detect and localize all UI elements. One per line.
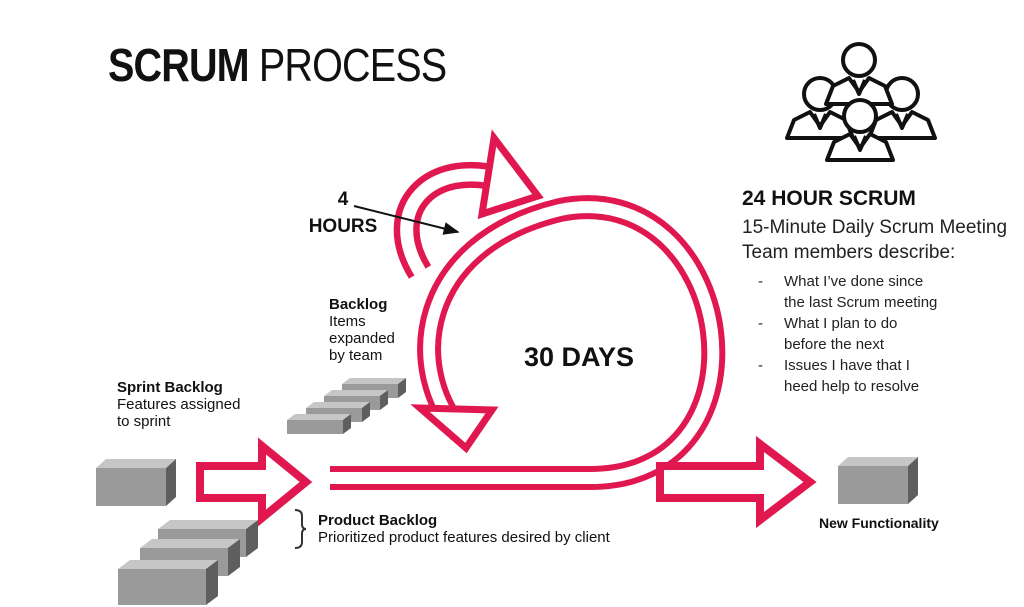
sprint-backlog-line: Features assigned <box>117 396 241 413</box>
list-item-line: before the next <box>784 336 885 353</box>
page-title: SCRUM PROCESS <box>108 38 447 92</box>
daily-scrum-list: What I’ve done since the last Scrum meet… <box>758 271 937 397</box>
hours-pointer-arrow-icon <box>353 205 460 235</box>
list-item-line: the last Scrum meeting <box>784 294 938 311</box>
backlog-line: Items <box>329 313 366 330</box>
backlog-line: by team <box>329 347 383 364</box>
hours-label-unit: HOURS <box>308 216 378 237</box>
backlog-stack <box>287 378 406 434</box>
backlog-title: Backlog <box>329 296 388 313</box>
list-item: Issues I have that I heed help to resolv… <box>758 355 937 397</box>
bracket-icon <box>294 509 307 549</box>
product-backlog-description: Prioritized product features desired by … <box>318 529 610 546</box>
list-item-line: What I plan to do <box>784 315 898 332</box>
daily-scrum-intro: Team members describe: <box>742 242 956 263</box>
product-backlog-title: Product Backlog <box>318 512 438 529</box>
title-bold: SCRUM <box>108 39 250 91</box>
backlog-line: expanded <box>329 330 395 347</box>
list-item-line: Issues I have that I <box>784 357 910 374</box>
hours-label: 4 HOURS <box>300 186 386 240</box>
input-arrow <box>196 437 313 527</box>
daily-scrum-subheading: 15-Minute Daily Scrum Meeting <box>742 217 1008 238</box>
team-icon <box>785 42 937 162</box>
new-functionality-box <box>838 457 918 504</box>
hours-label-number: 4 <box>337 189 349 210</box>
daily-scrum-heading: 24 HOUR SCRUM <box>742 187 916 210</box>
sprint-backlog-box <box>96 459 176 506</box>
sprint-backlog-label: Sprint Backlog Features assigned to spri… <box>117 379 240 430</box>
sprint-backlog-line: to sprint <box>117 413 171 430</box>
daily-cycle-arrow <box>393 129 544 279</box>
list-item-line: heed help to resolve <box>784 378 920 395</box>
daily-scrum-description: 15-Minute Daily Scrum Meeting Team membe… <box>742 215 1007 265</box>
sprint-backlog-title: Sprint Backlog <box>117 379 223 396</box>
list-item: What I’ve done since the last Scrum meet… <box>758 271 937 313</box>
output-arrow <box>656 435 817 529</box>
new-functionality-label: New Functionality <box>819 515 939 531</box>
product-backlog-stack <box>118 520 258 605</box>
backlog-label: Backlog Items expanded by team <box>329 296 395 364</box>
title-light: PROCESS <box>258 39 447 91</box>
list-item-line: What I’ve done since <box>784 273 924 290</box>
product-backlog-label: Product Backlog Prioritized product feat… <box>318 512 610 546</box>
sprint-cycle-arrow <box>330 195 726 490</box>
list-item: What I plan to do before the next <box>758 313 937 355</box>
cycle-label: 30 DAYS <box>524 342 635 372</box>
